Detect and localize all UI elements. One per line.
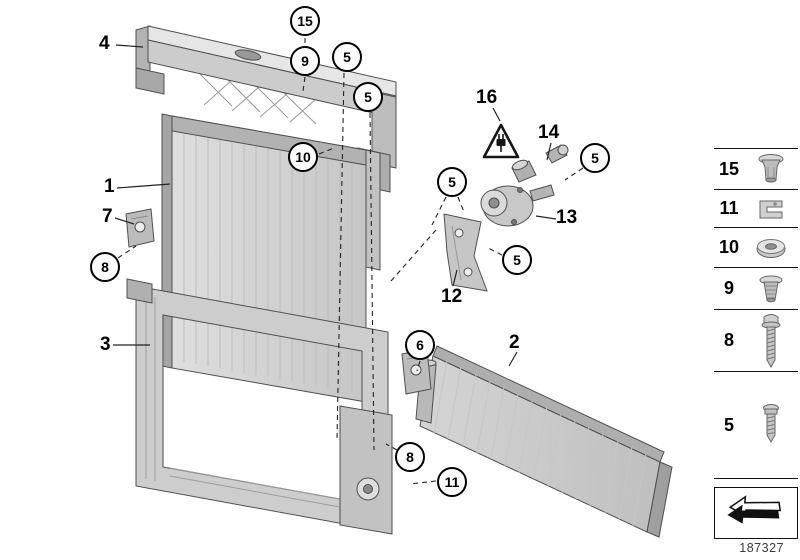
mounting-bracket: [443, 213, 488, 292]
callout-11[interactable]: 11: [437, 467, 467, 497]
radiator: [161, 113, 381, 403]
legend-row: 10: [714, 227, 798, 267]
figure-number: 187327: [739, 541, 784, 555]
callout-13[interactable]: 13: [556, 207, 578, 228]
callout-1[interactable]: 1: [104, 176, 115, 197]
leader-lines-solid: [113, 44, 557, 367]
legend-label: 11: [719, 198, 739, 218]
sensor: [545, 144, 569, 164]
callout-5[interactable]: 5: [353, 82, 383, 112]
callout-2[interactable]: 2: [509, 332, 520, 353]
direction-arrow-icon: [720, 489, 792, 538]
callout-8[interactable]: 8: [395, 442, 425, 472]
condenser: [415, 345, 673, 538]
grommet-icon: [744, 273, 798, 305]
legend-row: 15: [714, 148, 798, 189]
callout-10[interactable]: 10: [288, 142, 318, 172]
callout-6[interactable]: 6: [405, 330, 435, 360]
legend-row: 8: [714, 309, 798, 371]
legend-row: 5: [714, 371, 798, 479]
legend-row: 11: [714, 189, 798, 227]
lower-support-frame: [126, 278, 393, 535]
callout-5[interactable]: 5: [437, 167, 467, 197]
callout-5[interactable]: 5: [502, 245, 532, 275]
radiator-support-bar: [135, 25, 397, 193]
legend-label: 5: [723, 414, 734, 435]
callout-8[interactable]: 8: [90, 252, 120, 282]
direction-arrow-box: [714, 487, 798, 539]
callout-12[interactable]: 12: [441, 286, 463, 307]
callout-14[interactable]: 14: [538, 122, 560, 143]
expansion-rivet-icon: [744, 152, 798, 186]
legend-label: 8: [723, 330, 734, 350]
short-screw-icon: [744, 403, 798, 447]
warning-triangle-icon: [482, 123, 520, 159]
flat-nut-icon: [744, 234, 798, 262]
legend-label: 15: [718, 158, 740, 179]
long-screw-icon: [744, 312, 798, 370]
callout-5[interactable]: 5: [332, 42, 362, 72]
callout-5[interactable]: 5: [580, 143, 610, 173]
callout-3[interactable]: 3: [100, 334, 111, 355]
coolant-pump: [480, 159, 555, 227]
callout-7[interactable]: 7: [102, 206, 113, 227]
radiator-mount-clip-left: [125, 208, 155, 248]
leader-lines-dashed: [117, 38, 584, 485]
legend-label: 10: [718, 237, 740, 257]
callout-9[interactable]: 9: [290, 46, 320, 76]
legend-row: 9: [714, 267, 798, 309]
spring-clip-icon: [744, 194, 798, 224]
callout-15[interactable]: 15: [290, 6, 320, 36]
callout-4[interactable]: 4: [99, 33, 110, 54]
fastener-legend: 15 11 10: [714, 148, 798, 479]
legend-label: 9: [723, 278, 734, 298]
condenser-mount-clip: [401, 348, 432, 395]
callout-16[interactable]: 16: [476, 87, 498, 108]
